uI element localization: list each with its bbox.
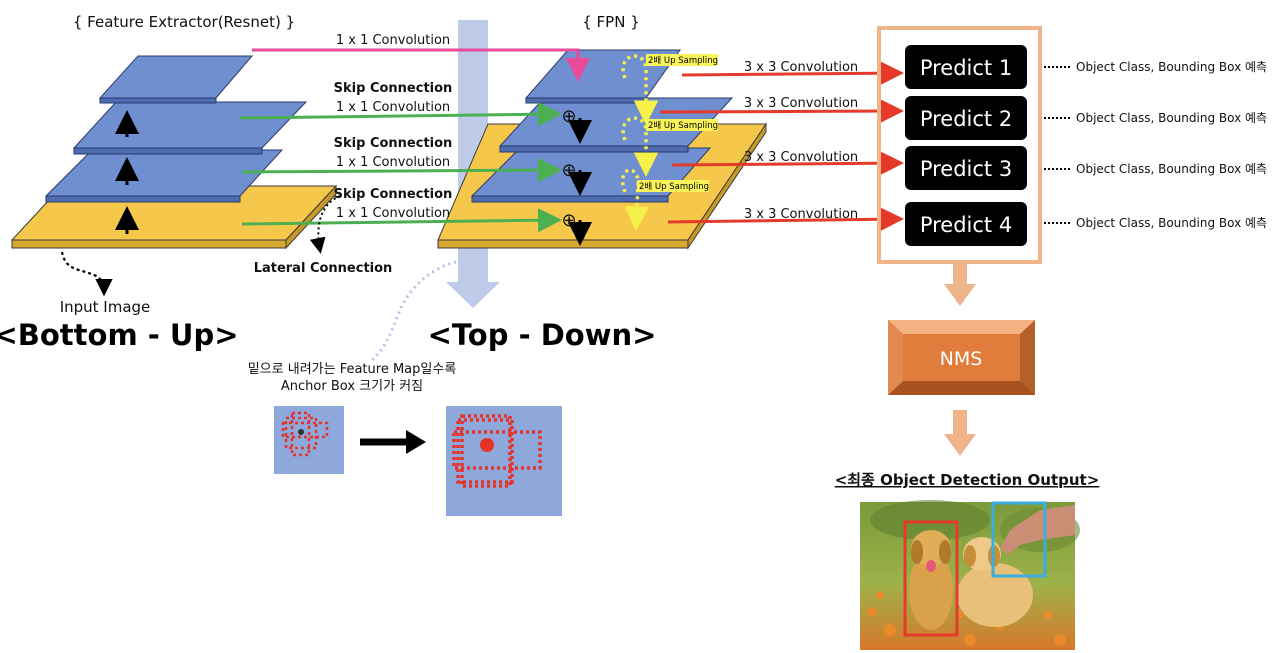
conv1x1-label: 1 x 1 Convolution [336, 33, 450, 48]
predict-box-2: Predict 2 [905, 96, 1027, 140]
bbox-dog [903, 520, 959, 637]
lateral-connection-label: Lateral Connection [254, 261, 393, 276]
predict-label: Predict 3 [920, 157, 1012, 181]
anchor-small-example [274, 406, 344, 474]
fpn-stack: ⊕ ⊕ ⊕ 2배 Up Sampling 2배 Up Sampling 2배 U… [437, 49, 767, 250]
plus-symbols: ⊕ ⊕ ⊕ [561, 106, 576, 231]
conv3x3-label: 3 x 3 Convolution [744, 207, 858, 222]
skip-connection-label: Skip Connection [334, 81, 453, 96]
predict-output-label: Object Class, Bounding Box 예측 [1076, 162, 1267, 176]
predict-label: Predict 1 [920, 56, 1012, 80]
feature-extractor-title: { Feature Extractor(Resnet) } [73, 13, 295, 31]
up-sampling-label: 2배 Up Sampling [639, 182, 709, 192]
up-sampling-label: 2배 Up Sampling [648, 121, 718, 131]
conv3x3-label: 3 x 3 Convolution [744, 60, 858, 75]
conv3x3-label: 3 x 3 Convolution [744, 150, 858, 165]
predict-label: Predict 2 [920, 107, 1012, 131]
predict-box-3: Predict 3 [905, 146, 1027, 190]
top-conv-connection: 1 x 1 Convolution [252, 33, 590, 82]
to-nms-arrow [944, 262, 976, 306]
predict-label: Predict 4 [920, 213, 1012, 237]
predict-box-4: Predict 4 [905, 202, 1027, 246]
hand [1000, 505, 1075, 555]
up-sampling-label: 2배 Up Sampling [648, 56, 718, 66]
to-output-arrow [944, 410, 976, 456]
dog-right [957, 563, 1033, 627]
nms-block: NMS [888, 320, 1035, 395]
skip-connection-label: Skip Connection [334, 136, 453, 151]
conv1x1-label: 1 x 1 Convolution [336, 100, 450, 115]
predict-output-label: Object Class, Bounding Box 예측 [1076, 111, 1267, 125]
final-output-title: <최종 Object Detection Output> [835, 471, 1100, 489]
dog-left [909, 550, 953, 630]
bottom-up-heading: <Bottom - Up> [0, 318, 239, 352]
anchor-note-line1: 밑으로 내려가는 Feature Map일수록 [248, 362, 457, 377]
detection-output-image [860, 500, 1080, 650]
up-sampling-tags: 2배 Up Sampling 2배 Up Sampling 2배 Up Samp… [637, 54, 718, 192]
lateral-connection-arrow [309, 195, 341, 254]
conv3x3-label: 3 x 3 Convolution [744, 96, 858, 111]
input-image-label: Input Image [60, 298, 151, 316]
fpn-title: { FPN } [582, 13, 640, 31]
plus-symbol: ⊕ [561, 106, 576, 127]
conv1x1-label: 1 x 1 Convolution [336, 155, 450, 170]
predict-output-label: Object Class, Bounding Box 예측 [1076, 60, 1267, 74]
bbox-hand [991, 501, 1047, 578]
plus-symbol: ⊕ [561, 160, 576, 181]
anchor-note-line2: Anchor Box 크기가 커짐 [281, 379, 423, 394]
top-down-heading: <Top - Down> [428, 318, 657, 352]
predict-output-label: Object Class, Bounding Box 예측 [1076, 216, 1267, 230]
plus-symbol: ⊕ [561, 210, 576, 231]
skip-connection-label: Skip Connection [334, 187, 453, 202]
skip-connections: Skip Connection 1 x 1 Convolution Skip C… [239, 81, 562, 233]
anchor-transition-arrow [360, 430, 426, 454]
predict-outputs: Object Class, Bounding Box 예측 Object Cla… [1044, 60, 1267, 230]
anchor-large-example [446, 406, 562, 516]
extractor-layer-2 [72, 101, 308, 149]
up-sampling-curves [621, 54, 659, 231]
conv3x3-connections: 3 x 3 Convolution 3 x 3 Convolution 3 x … [659, 60, 904, 232]
conv1x1-label: 1 x 1 Convolution [336, 206, 450, 221]
predict-box-1: Predict 1 [905, 45, 1027, 89]
extractor-layer-1 [98, 55, 254, 99]
nms-label: NMS [940, 348, 983, 370]
input-image-arrow [60, 251, 113, 297]
feature-extractor-stack [10, 55, 338, 250]
